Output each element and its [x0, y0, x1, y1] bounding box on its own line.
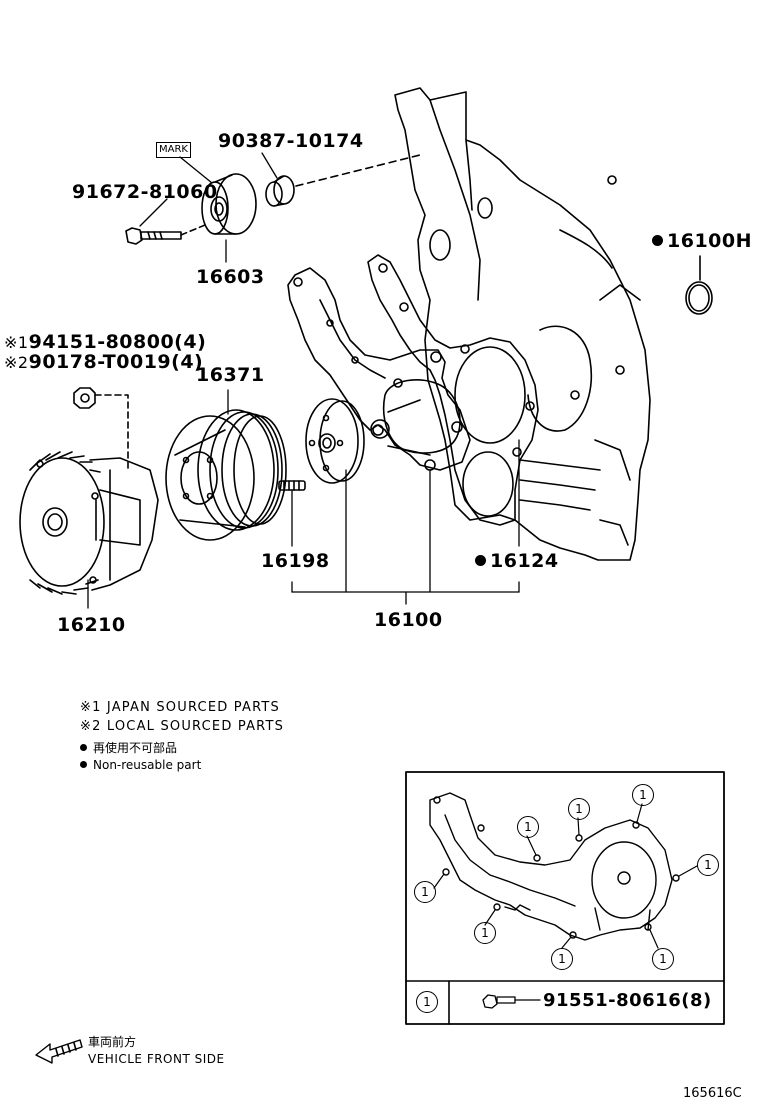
callout-circle: 1: [652, 948, 674, 970]
callout-text: 1: [704, 858, 712, 872]
bolt-91672[interactable]: [125, 227, 182, 245]
part-16100[interactable]: 16100: [374, 609, 443, 631]
note-japan-sourced: ※1 JAPAN SOURCED PARTS: [80, 700, 280, 715]
callout-circle: 1: [551, 948, 573, 970]
inset-key-circle: 1: [416, 991, 438, 1013]
nut-94151[interactable]: [73, 387, 96, 409]
callout-circle: 1: [517, 816, 539, 838]
japan-mark: ※1: [4, 333, 29, 352]
part-16124[interactable]: 16124: [475, 550, 559, 572]
part-16124-text: 16124: [490, 550, 559, 572]
callout-text: 1: [558, 952, 566, 966]
callout-circle: 1: [414, 881, 436, 903]
mark-label: MARK: [156, 142, 191, 158]
callout-text: 1: [659, 952, 667, 966]
part-16603[interactable]: 16603: [196, 266, 265, 288]
bullet-dot-icon: [80, 744, 87, 751]
stud-16198[interactable]: [278, 480, 306, 491]
timing-cover: [394, 87, 651, 561]
part-91672-81060[interactable]: 91672-81060: [72, 181, 218, 203]
callout-circle: 1: [474, 922, 496, 944]
part-16100H[interactable]: 16100H: [652, 230, 752, 252]
pump-hub-flange[interactable]: [305, 398, 365, 484]
part-94151-text: 94151-80800(4): [28, 331, 207, 353]
inset-key-text: 1: [423, 995, 431, 1009]
o-ring-16100H[interactable]: [685, 255, 713, 315]
note-non-reusable-jp: 再使用不可部品: [80, 739, 177, 756]
local-mark: ※2: [4, 353, 29, 372]
callout-text: 1: [639, 788, 647, 802]
figure-id: 165616C: [683, 1086, 742, 1101]
inset-bolt-icon: [482, 994, 541, 1009]
idler-pulley-16603[interactable]: [201, 173, 257, 235]
note-non-reusable-jp-text: 再使用不可部品: [93, 741, 178, 755]
callout-text: 1: [481, 926, 489, 940]
pulley-16371[interactable]: [165, 409, 287, 541]
part-94151-80800[interactable]: ※194151-80800(4): [4, 331, 206, 353]
front-arrow-icon: [35, 1039, 83, 1064]
part-91551-80616[interactable]: 91551-80616(8): [543, 990, 712, 1011]
note-local-sourced: ※2 LOCAL SOURCED PARTS: [80, 719, 285, 734]
non-reusable-dot-icon: [652, 235, 663, 246]
vehicle-front-en: VEHICLE FRONT SIDE: [88, 1052, 225, 1066]
part-16371[interactable]: 16371: [196, 364, 265, 386]
callout-text: 1: [575, 802, 583, 816]
callout-circle: 1: [632, 784, 654, 806]
part-90178-T0019[interactable]: ※290178-T0019(4): [4, 351, 203, 373]
inset-frame: [405, 771, 725, 1025]
callout-circle: 1: [568, 798, 590, 820]
water-pump[interactable]: [287, 267, 471, 471]
part-90178-text: 90178-T0019(4): [28, 351, 204, 373]
non-reusable-dot-icon: [475, 555, 486, 566]
inset-water-pump: [429, 792, 680, 941]
collar-90387[interactable]: [265, 175, 295, 207]
note-non-reusable-en: Non-reusable part: [80, 758, 201, 772]
note-non-reusable-en-text: Non-reusable part: [93, 758, 202, 772]
part-16198[interactable]: 16198: [261, 550, 330, 572]
callout-text: 1: [524, 820, 532, 834]
callout-circle: 1: [697, 854, 719, 876]
fan-clutch-16210[interactable]: [19, 451, 159, 595]
callout-text: 1: [421, 885, 429, 899]
bullet-dot-icon: [80, 761, 87, 768]
water-pump-gasket[interactable]: [367, 254, 539, 526]
part-16100H-text: 16100H: [667, 230, 753, 252]
vehicle-front-jp: 車両前方: [88, 1035, 137, 1049]
part-16210[interactable]: 16210: [57, 614, 126, 636]
inset-callouts: [433, 803, 698, 949]
part-90387-10174[interactable]: 90387-10174: [218, 130, 364, 152]
